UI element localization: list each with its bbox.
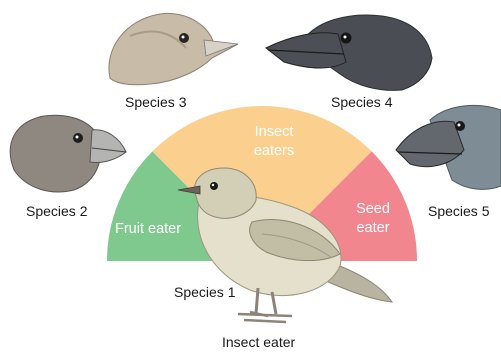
sector-label-seed-line2: eater — [350, 219, 396, 238]
sector-label-seed: Seed eater — [350, 200, 396, 238]
finch-head-species-4-icon — [266, 15, 432, 90]
finch-head-species-3-icon — [109, 13, 238, 84]
species-3-label: Species 3 — [125, 94, 186, 110]
species-1-label: Species 1 — [174, 284, 235, 300]
finch-head-species-5-icon — [396, 105, 501, 189]
species-5-label: Species 5 — [428, 203, 489, 219]
sector-label-insect-line2: eaters — [246, 142, 302, 161]
species-4-label: Species 4 — [331, 94, 392, 110]
sector-label-seed-line1: Seed — [350, 200, 396, 219]
finch-head-species-2-icon — [10, 115, 126, 192]
sector-label-fruit: Fruit eater — [115, 220, 181, 239]
sector-label-insect-line1: Insect — [246, 123, 302, 142]
sector-label-insect: Insect eaters — [246, 123, 302, 161]
caption-insect-eater: Insect eater — [222, 334, 295, 350]
species-2-label: Species 2 — [26, 203, 87, 219]
